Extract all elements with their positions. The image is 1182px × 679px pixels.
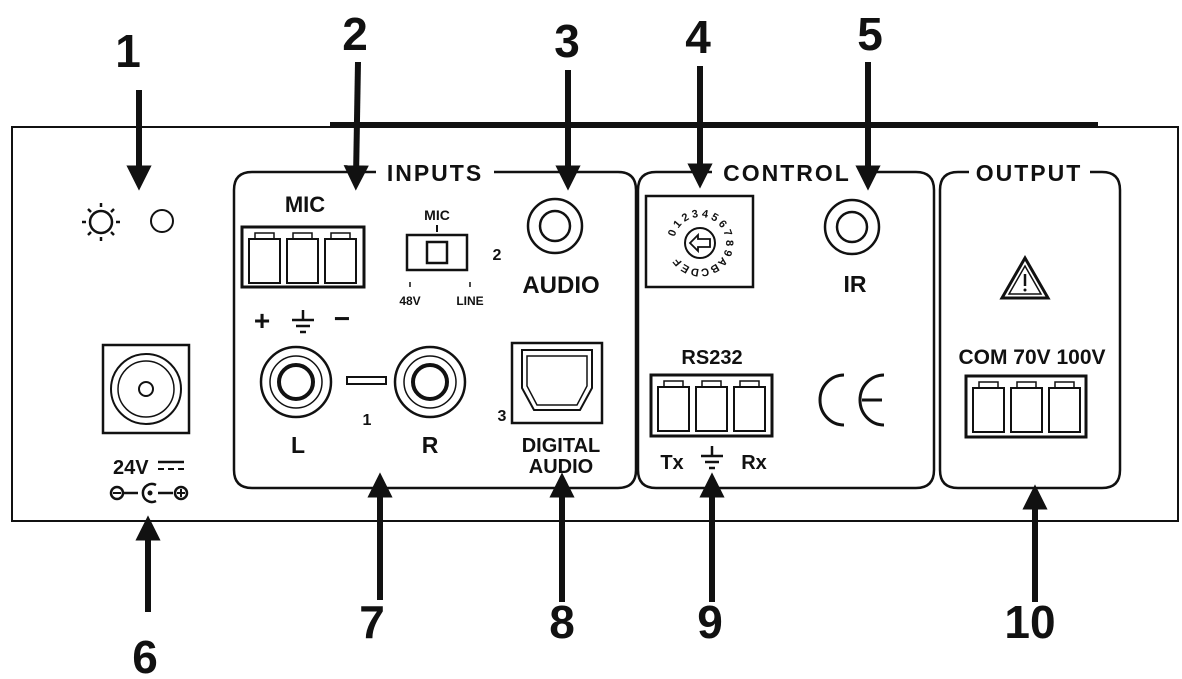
control-section-border <box>636 170 936 490</box>
callout-arrow-2 <box>343 61 369 191</box>
optical-audio-port <box>510 341 604 425</box>
polarity-icon <box>109 482 189 504</box>
power-led-window <box>150 209 174 233</box>
device-panel <box>11 126 1179 522</box>
power-voltage-label: 24V <box>113 457 149 479</box>
callout-6: 6 <box>132 631 158 679</box>
inputs-section-title: INPUTS <box>387 160 483 186</box>
output-section-title: OUTPUT <box>976 160 1083 186</box>
rca-left-jack <box>259 345 333 419</box>
rotary-digit-C: C <box>700 265 710 278</box>
dc-symbol-icon <box>158 460 184 470</box>
audio-jack <box>526 197 584 255</box>
rs232-tx-label: Tx <box>660 452 683 474</box>
rotary-digit-0: 0 <box>666 228 679 238</box>
digital-audio-label-line2: AUDIO <box>529 456 593 478</box>
ground-icon <box>292 310 314 334</box>
output-terminal-block <box>964 374 1088 439</box>
inputs-section-border <box>232 170 638 490</box>
mic-terminal-label: MIC <box>285 192 325 217</box>
mic-plus-label: + <box>254 305 270 336</box>
mic-minus-label: − <box>334 303 350 334</box>
rca-right-label: R <box>422 432 439 458</box>
mic-terminal-block <box>240 225 366 289</box>
callout-4: 4 <box>685 11 711 63</box>
rotary-digit-5: 5 <box>709 211 720 224</box>
digital-number-label: 3 <box>498 408 507 425</box>
warning-triangle-icon <box>999 254 1051 300</box>
ir-label: IR <box>844 271 867 297</box>
power-led-icon <box>82 203 120 241</box>
rs232-label: RS232 <box>681 347 742 369</box>
rs232-rx-label: Rx <box>741 452 767 474</box>
rotary-digit-9: 9 <box>721 248 734 258</box>
rs232-terminal-block <box>649 373 774 438</box>
dc-power-jack <box>101 343 191 435</box>
output-terminals-label: COM 70V 100V <box>958 346 1105 369</box>
rotary-digit-3: 3 <box>691 208 699 221</box>
rotary-digit-8: 8 <box>723 240 735 246</box>
rca-number-label: 1 <box>363 412 372 429</box>
ce-mark-icon <box>818 373 885 427</box>
mode-switch <box>405 233 469 272</box>
rotary-digit-D: D <box>690 265 700 278</box>
rotary-digit-2: 2 <box>680 211 691 224</box>
rotary-digit-4: 4 <box>701 208 710 221</box>
callout-9: 9 <box>697 596 723 648</box>
rca-link-bar <box>346 376 387 385</box>
rca-right-jack <box>393 345 467 419</box>
switch-48v-label: 48V <box>399 294 420 308</box>
callout-8: 8 <box>549 596 575 648</box>
audio-jack-label: AUDIO <box>522 272 599 299</box>
callout-arrows <box>126 61 1048 612</box>
switch-number-label: 2 <box>493 247 502 264</box>
callout-7: 7 <box>359 596 385 648</box>
switch-line-label: LINE <box>456 294 483 308</box>
callout-5: 5 <box>857 8 883 60</box>
control-section-title: CONTROL <box>723 160 851 186</box>
switch-top-label: MIC <box>424 207 450 223</box>
rotary-digit-7: 7 <box>721 228 734 238</box>
ir-jack <box>823 198 881 256</box>
callout-3: 3 <box>554 15 580 67</box>
rca-left-label: L <box>291 432 305 458</box>
callout-10: 10 <box>1004 596 1055 648</box>
rs232-ground-icon <box>701 446 723 470</box>
callout-1: 1 <box>115 25 141 77</box>
callout-2: 2 <box>342 8 368 60</box>
digital-audio-label-line1: DIGITAL <box>522 435 601 457</box>
